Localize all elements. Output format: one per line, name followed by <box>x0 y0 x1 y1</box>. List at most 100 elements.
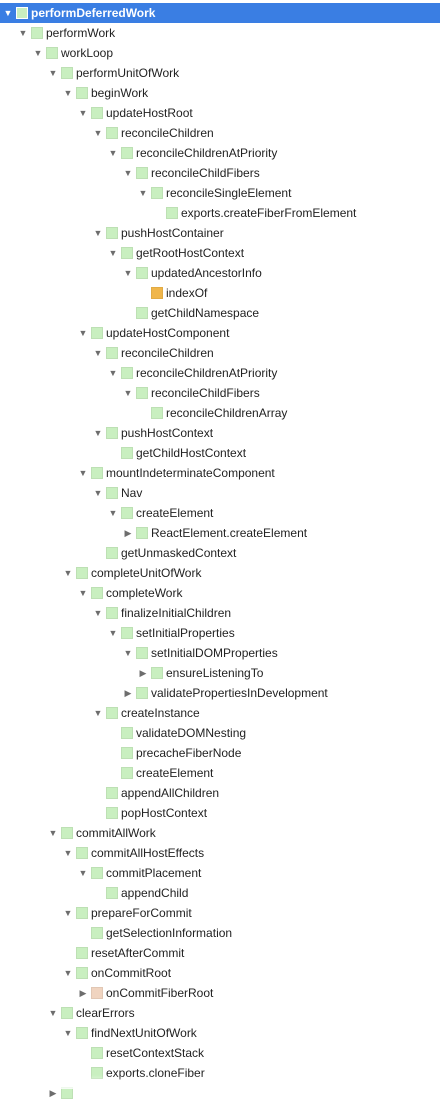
tree-row[interactable]: ▼performUnitOfWork <box>0 63 440 83</box>
tree-row[interactable]: ▼reconcileChildren <box>0 123 440 143</box>
disclosure-expanded-icon[interactable]: ▼ <box>123 648 133 658</box>
tree-row[interactable]: ▶validatePropertiesInDevelopment <box>0 683 440 703</box>
tree-row[interactable]: ▼createInstance <box>0 703 440 723</box>
tree-row-label: getChildNamespace <box>151 306 260 320</box>
tree-row[interactable]: ▼reconcileChildrenAtPriority <box>0 363 440 383</box>
tree-row[interactable]: precacheFiberNode <box>0 743 440 763</box>
disclosure-collapsed-icon[interactable]: ▶ <box>79 988 87 998</box>
disclosure-expanded-icon[interactable]: ▼ <box>78 108 88 118</box>
disclosure-expanded-icon[interactable]: ▼ <box>108 248 118 258</box>
tree-row[interactable]: popHostContext <box>0 803 440 823</box>
tree-row[interactable]: indexOf <box>0 283 440 303</box>
tree-row[interactable]: ▼completeWork <box>0 583 440 603</box>
tree-row[interactable]: getChildNamespace <box>0 303 440 323</box>
disclosure-expanded-icon[interactable]: ▼ <box>78 468 88 478</box>
tree-row[interactable]: ▼setInitialProperties <box>0 623 440 643</box>
disclosure-collapsed-icon[interactable]: ▶ <box>139 668 147 678</box>
disclosure-expanded-icon[interactable]: ▼ <box>63 88 73 98</box>
tree-row[interactable]: ▼pushHostContainer <box>0 223 440 243</box>
tree-row[interactable]: ▶ReactElement.createElement <box>0 523 440 543</box>
disclosure-expanded-icon[interactable]: ▼ <box>78 588 88 598</box>
disclosure-expanded-icon[interactable]: ▼ <box>108 628 118 638</box>
tree-row[interactable]: ▶ <box>0 1083 440 1103</box>
tree-row[interactable]: ▼finalizeInitialChildren <box>0 603 440 623</box>
tree-row[interactable]: ▼beginWork <box>0 83 440 103</box>
disclosure-expanded-icon[interactable]: ▼ <box>123 168 133 178</box>
disclosure-collapsed-icon[interactable]: ▶ <box>124 688 132 698</box>
tree-row[interactable]: ▼pushHostContext <box>0 423 440 443</box>
disclosure-expanded-icon[interactable]: ▼ <box>48 828 58 838</box>
tree-row[interactable]: ▼setInitialDOMProperties <box>0 643 440 663</box>
disclosure-expanded-icon[interactable]: ▼ <box>48 68 58 78</box>
disclosure-expanded-icon[interactable]: ▼ <box>93 348 103 358</box>
tree-row[interactable]: ▼getRootHostContext <box>0 243 440 263</box>
tree-row[interactable]: ▶onCommitFiberRoot <box>0 983 440 1003</box>
tree-row[interactable]: ▼reconcileChildrenAtPriority <box>0 143 440 163</box>
disclosure-expanded-icon[interactable]: ▼ <box>93 428 103 438</box>
tree-row[interactable]: ▼ performDeferredWork <box>0 3 440 23</box>
cost-swatch-icon <box>76 947 88 959</box>
tree-row[interactable]: getUnmaskedContext <box>0 543 440 563</box>
tree-row[interactable]: ▼performWork <box>0 23 440 43</box>
tree-row[interactable]: reconcileChildrenArray <box>0 403 440 423</box>
tree-row[interactable]: appendChild <box>0 883 440 903</box>
tree-row[interactable]: exports.cloneFiber <box>0 1063 440 1083</box>
disclosure-collapsed-icon[interactable]: ▶ <box>124 528 132 538</box>
disclosure-collapsed-icon[interactable]: ▶ <box>49 1088 57 1098</box>
tree-row[interactable]: ▼updatedAncestorInfo <box>0 263 440 283</box>
tree-row[interactable]: ▼onCommitRoot <box>0 963 440 983</box>
disclosure-expanded-icon[interactable]: ▼ <box>123 388 133 398</box>
tree-row[interactable]: ▼updateHostComponent <box>0 323 440 343</box>
tree-row[interactable]: resetAfterCommit <box>0 943 440 963</box>
cost-swatch-icon <box>151 407 163 419</box>
disclosure-expanded-icon[interactable]: ▼ <box>63 568 73 578</box>
tree-row[interactable]: appendAllChildren <box>0 783 440 803</box>
tree-row[interactable]: validateDOMNesting <box>0 723 440 743</box>
tree-row[interactable]: ▼clearErrors <box>0 1003 440 1023</box>
tree-row[interactable]: ▼reconcileChildFibers <box>0 163 440 183</box>
disclosure-expanded-icon[interactable]: ▼ <box>63 908 73 918</box>
disclosure-expanded-icon[interactable]: ▼ <box>63 848 73 858</box>
disclosure-expanded-icon[interactable]: ▼ <box>63 968 73 978</box>
disclosure-expanded-icon[interactable]: ▼ <box>93 488 103 498</box>
disclosure-expanded-icon[interactable]: ▼ <box>78 868 88 878</box>
tree-row[interactable]: ▼commitAllWork <box>0 823 440 843</box>
disclosure-expanded-icon[interactable]: ▼ <box>108 368 118 378</box>
disclosure-expanded-icon[interactable]: ▼ <box>93 608 103 618</box>
tree-row[interactable]: ▼commitAllHostEffects <box>0 843 440 863</box>
tree-row[interactable]: ▼createElement <box>0 503 440 523</box>
tree-row[interactable]: resetContextStack <box>0 1043 440 1063</box>
disclosure-expanded-icon[interactable]: ▼ <box>63 1028 73 1038</box>
tree-row[interactable]: exports.createFiberFromElement <box>0 203 440 223</box>
disclosure-expanded-icon[interactable]: ▼ <box>108 148 118 158</box>
tree-row[interactable]: getChildHostContext <box>0 443 440 463</box>
tree-row[interactable]: ▼updateHostRoot <box>0 103 440 123</box>
disclosure-expanded-icon[interactable]: ▼ <box>48 1008 58 1018</box>
tree-row[interactable]: ▼findNextUnitOfWork <box>0 1023 440 1043</box>
tree-row[interactable]: ▼reconcileChildFibers <box>0 383 440 403</box>
disclosure-expanded-icon[interactable]: ▼ <box>33 48 43 58</box>
tree-row[interactable]: createElement <box>0 763 440 783</box>
disclosure-expanded-icon[interactable]: ▼ <box>3 8 13 18</box>
tree-row[interactable]: ▼reconcileSingleElement <box>0 183 440 203</box>
tree-row[interactable]: ▼commitPlacement <box>0 863 440 883</box>
tree-row[interactable]: getSelectionInformation <box>0 923 440 943</box>
disclosure-expanded-icon[interactable]: ▼ <box>93 708 103 718</box>
disclosure-expanded-icon[interactable]: ▼ <box>18 28 28 38</box>
tree-row[interactable]: ▼reconcileChildren <box>0 343 440 363</box>
tree-row-label: performDeferredWork <box>31 6 156 20</box>
tree-row[interactable]: ▼mountIndeterminateComponent <box>0 463 440 483</box>
disclosure-expanded-icon[interactable]: ▼ <box>123 268 133 278</box>
cost-swatch-icon <box>136 307 148 319</box>
disclosure-expanded-icon[interactable]: ▼ <box>78 328 88 338</box>
disclosure-expanded-icon[interactable]: ▼ <box>93 228 103 238</box>
disclosure-expanded-icon[interactable]: ▼ <box>108 508 118 518</box>
tree-row[interactable]: ▼Nav <box>0 483 440 503</box>
tree-row[interactable]: ▼prepareForCommit <box>0 903 440 923</box>
disclosure-expanded-icon[interactable]: ▼ <box>93 128 103 138</box>
tree-row[interactable]: ▶ensureListeningTo <box>0 663 440 683</box>
tree-row[interactable]: ▼completeUnitOfWork <box>0 563 440 583</box>
cost-swatch-icon <box>76 907 88 919</box>
disclosure-expanded-icon[interactable]: ▼ <box>138 188 148 198</box>
tree-row[interactable]: ▼workLoop <box>0 43 440 63</box>
